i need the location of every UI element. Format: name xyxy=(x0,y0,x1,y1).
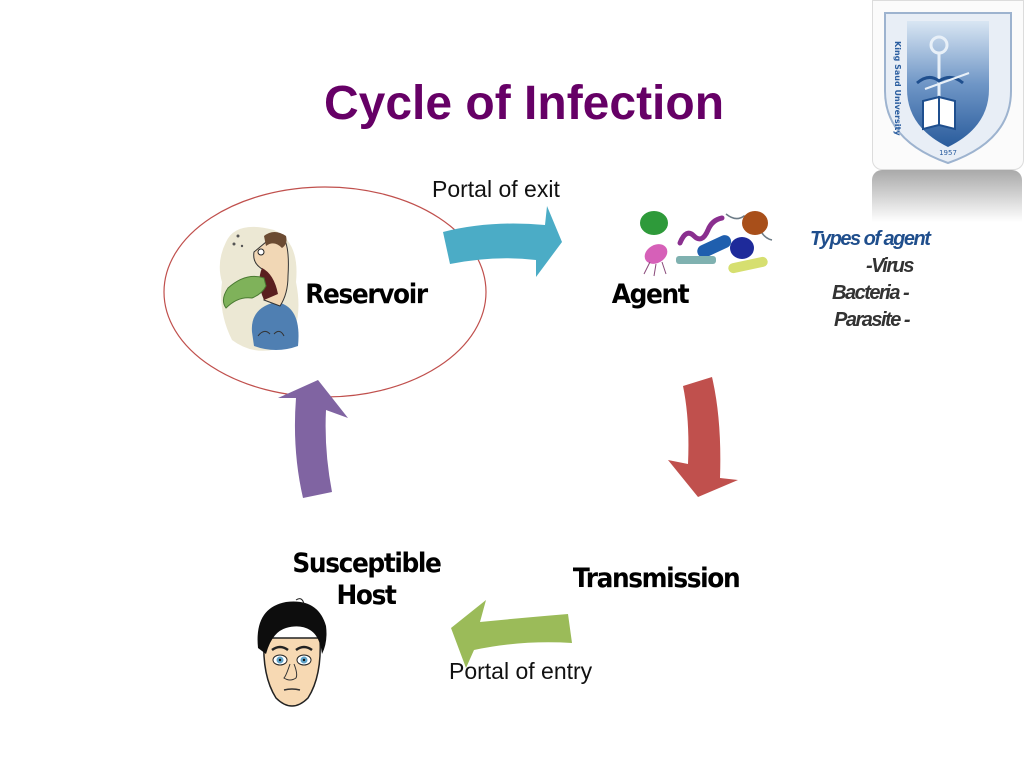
slide-title: Cycle of Infection xyxy=(323,77,725,130)
reservoir-illustration xyxy=(219,226,299,351)
agent-type-parasite: Parasite - xyxy=(834,309,911,331)
agent-types-list: Types of agent -Virus Bacteria - Parasit… xyxy=(810,226,960,334)
agent-types-heading: Types of agent xyxy=(810,228,931,250)
agent-microbes-illustration xyxy=(640,211,773,277)
svg-text:1957: 1957 xyxy=(939,149,957,157)
node-agent: Agent xyxy=(611,279,690,310)
node-transmission: Transmission xyxy=(572,563,741,594)
logo-reflection xyxy=(872,170,1022,222)
svg-text:King Saud University: King Saud University xyxy=(893,41,902,136)
agent-type-virus: -Virus xyxy=(866,255,914,277)
agent-type-bacteria: Bacteria - xyxy=(832,282,910,304)
portal-of-entry-label: Portal of entry xyxy=(449,658,593,684)
node-reservoir: Reservoir xyxy=(305,279,428,310)
susceptible-host-face-illustration xyxy=(257,598,327,707)
host-label-line1: Susceptible xyxy=(292,548,441,579)
portal-of-exit-label: Portal of exit xyxy=(432,176,560,202)
node-susceptible-host: Susceptible Host xyxy=(292,548,441,612)
university-logo: King Saud University 1957 xyxy=(872,0,1024,170)
university-crest-icon: King Saud University 1957 xyxy=(884,12,1012,165)
host-label-line2: Host xyxy=(336,580,397,611)
